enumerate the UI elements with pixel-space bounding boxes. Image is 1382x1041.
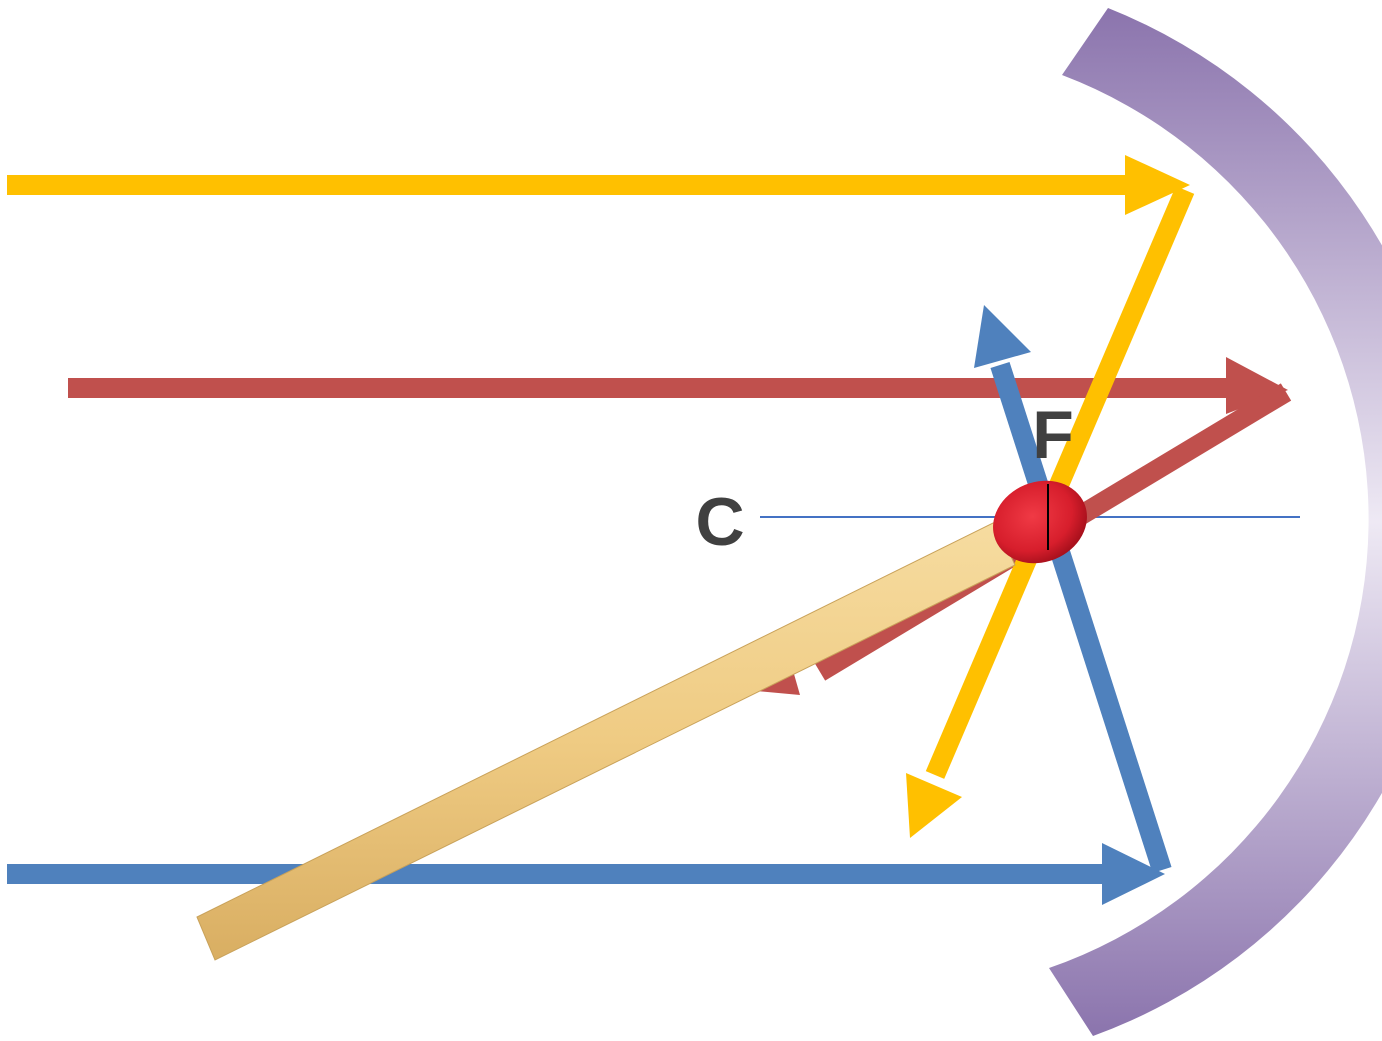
blue-reflected-arrowhead <box>974 305 1031 368</box>
yellow-reflected-arrowhead <box>906 773 962 838</box>
blue-incident-arrowhead <box>1102 843 1165 905</box>
match-stick-icon <box>196 480 1087 961</box>
center-of-curvature-label: C <box>695 484 744 560</box>
match-head <box>993 480 1087 564</box>
match-stick-body <box>196 521 1016 961</box>
concave-mirror-icon <box>1049 8 1382 1036</box>
red-incident-ray <box>68 357 1288 414</box>
blue-reflected-ray <box>974 305 1172 874</box>
blue-incident-ray <box>7 843 1165 905</box>
yellow-incident-ray <box>7 155 1190 215</box>
yellow-reflected-ray <box>906 186 1195 838</box>
yellow-incident-arrowhead <box>1125 155 1190 215</box>
focal-point-label: F <box>1032 397 1074 473</box>
red-incident-arrowhead <box>1226 357 1288 414</box>
